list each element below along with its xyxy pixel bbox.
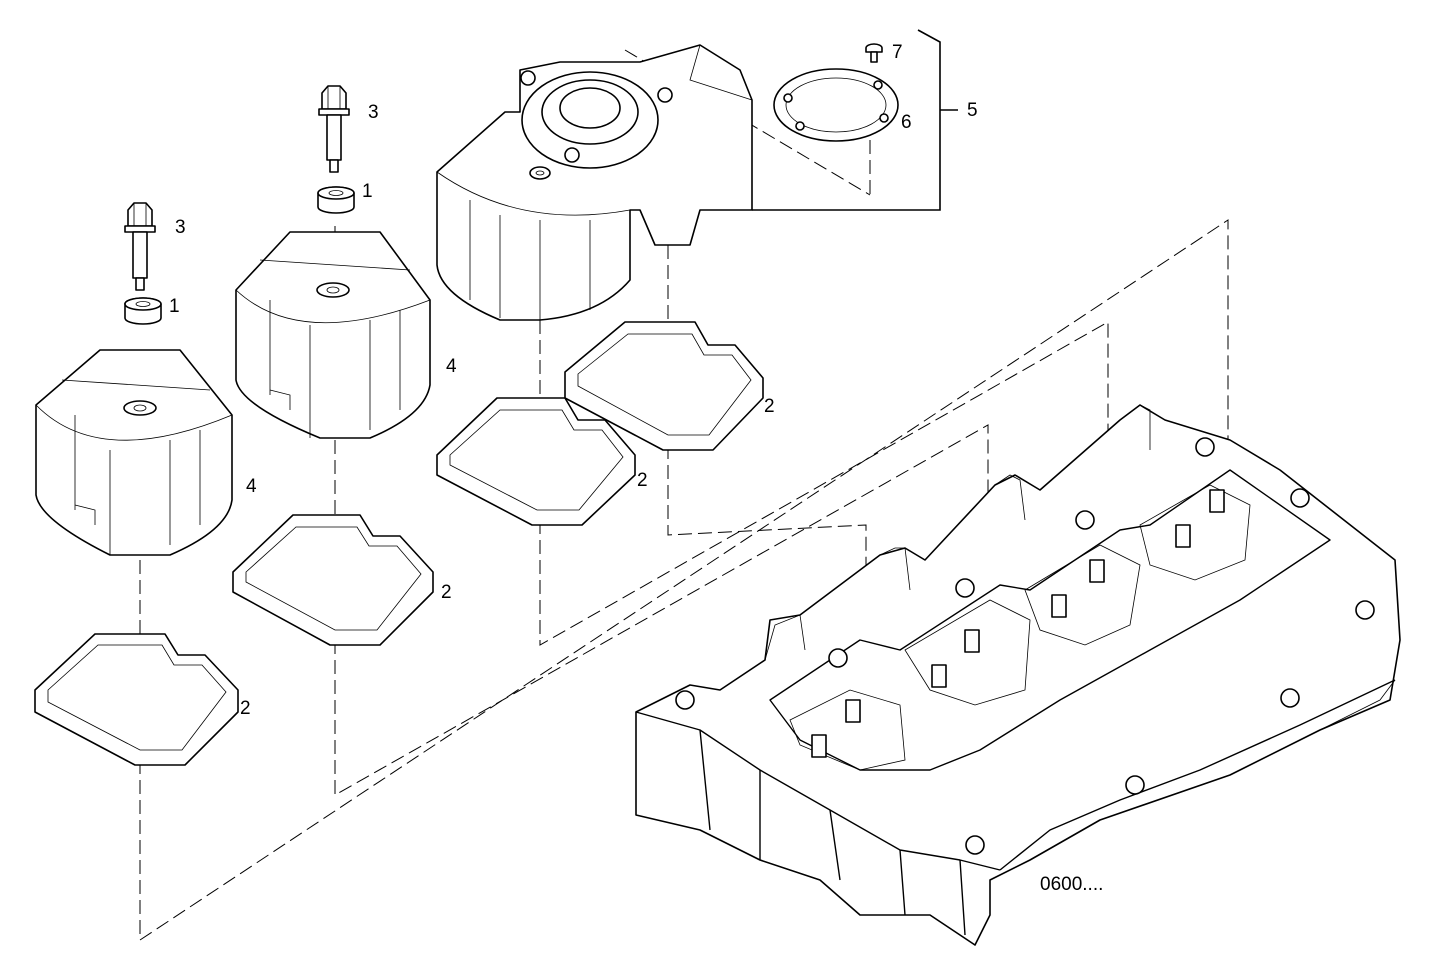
gasket-1 — [34, 633, 239, 766]
callout-washer-left: 1 — [169, 296, 180, 317]
callout-gasket-1: 2 — [240, 698, 251, 719]
gasket-4 — [564, 321, 764, 451]
callout-ring-gasket: 6 — [901, 112, 912, 133]
bolt-mid — [318, 85, 350, 173]
washer-left — [124, 297, 162, 325]
cylinder-head — [635, 404, 1401, 946]
valve-cover-large — [436, 44, 753, 321]
assembly-bracket — [752, 29, 941, 211]
ring-gasket — [773, 68, 899, 142]
callout-gasket-4: 2 — [764, 396, 775, 417]
cover-left — [35, 349, 233, 556]
callout-screw: 7 — [892, 42, 903, 63]
bolt-left — [124, 202, 156, 291]
callout-bolt-left: 3 — [175, 217, 186, 238]
cover-mid — [235, 231, 431, 439]
gasket-2 — [232, 514, 434, 646]
callout-assembly: 5 — [967, 100, 978, 121]
washer-mid — [317, 186, 355, 214]
callout-cover-left: 4 — [246, 476, 257, 497]
drawing-code: 0600.... — [1040, 874, 1104, 895]
callout-bolt-mid: 3 — [368, 102, 379, 123]
callout-cover-mid: 4 — [446, 356, 457, 377]
screw — [865, 43, 883, 63]
callout-washer-mid: 1 — [362, 181, 373, 202]
callout-gasket-3: 2 — [637, 470, 648, 491]
gasket-3 — [436, 397, 636, 526]
callout-gasket-2: 2 — [441, 582, 452, 603]
